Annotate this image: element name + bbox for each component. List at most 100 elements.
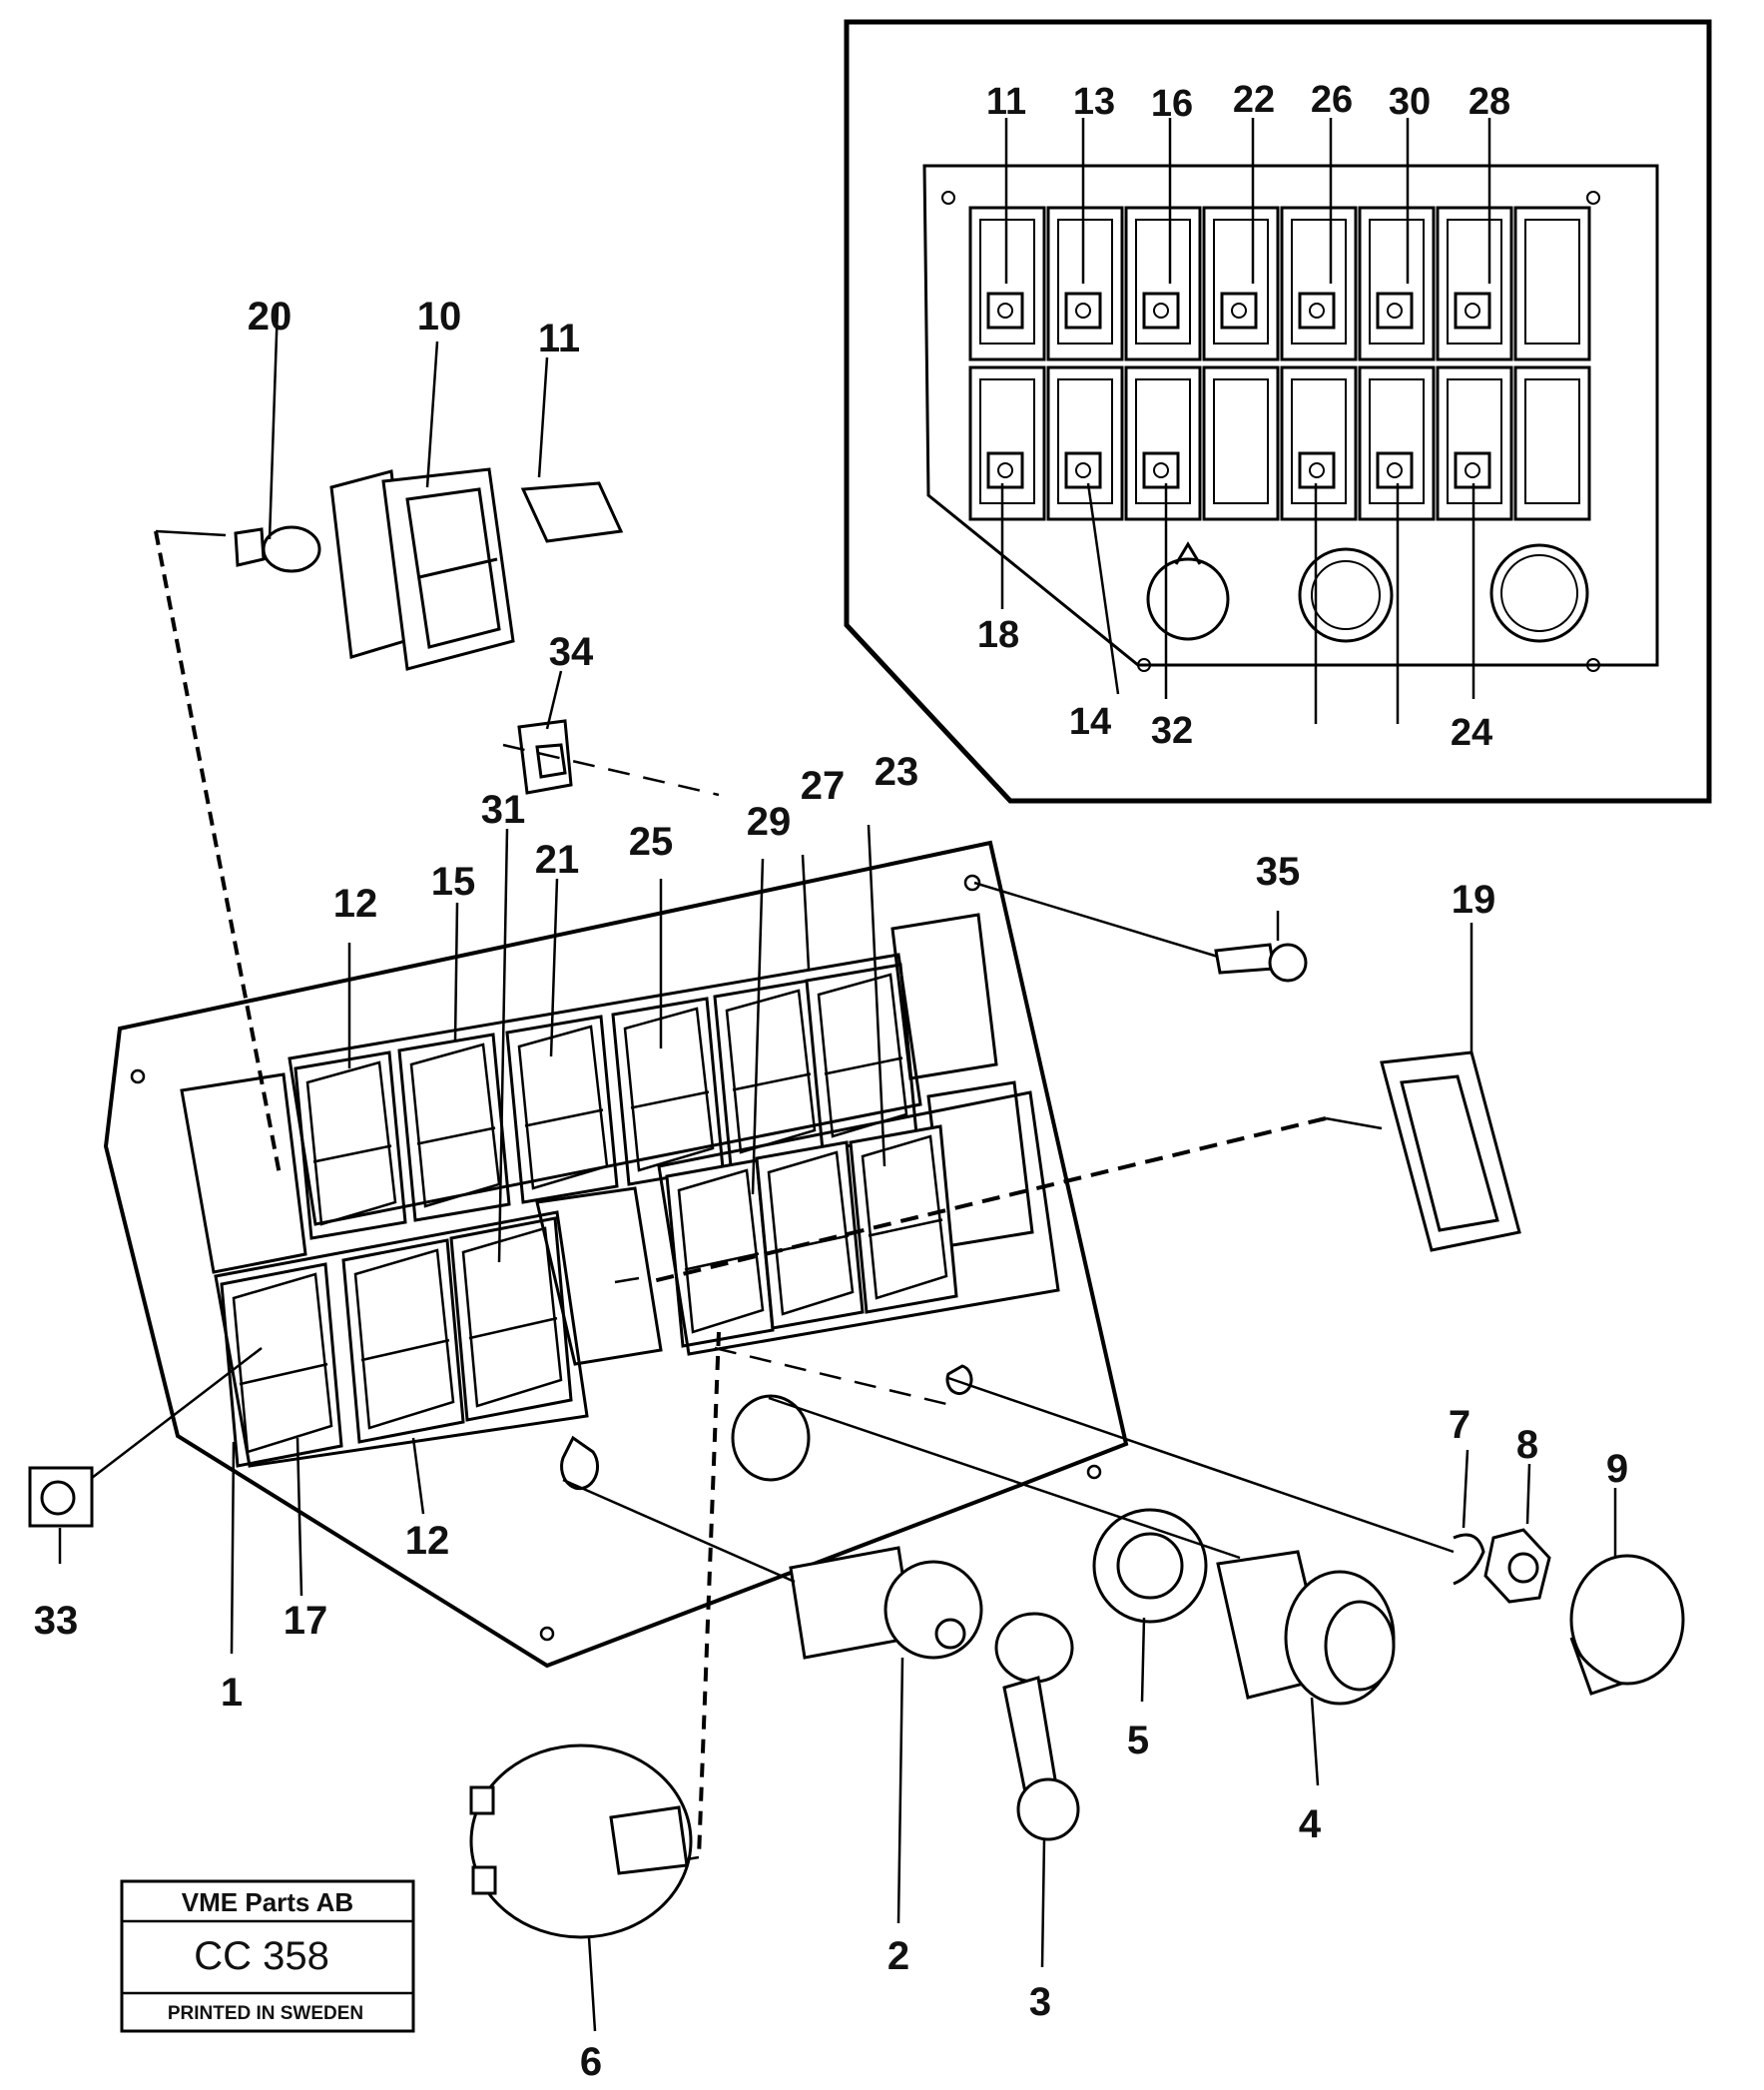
rocker-face (353, 1248, 455, 1430)
work-light-icon-glyph (997, 303, 1013, 319)
cap-3 (994, 1612, 1080, 1841)
rocker-face (232, 1272, 333, 1454)
wiper-icon-glyph (997, 462, 1013, 478)
hazard-warning-icon (1142, 292, 1180, 330)
seat-heater-icon (1298, 451, 1336, 489)
inset-switch-cell (1358, 206, 1436, 361)
air-conditioning-icon-glyph (1465, 462, 1480, 478)
hazard-warning-icon-glyph (1153, 303, 1169, 319)
air-conditioning-icon (1454, 451, 1491, 489)
callout-5: 5 (1127, 1719, 1149, 1762)
rocker-face (623, 1007, 715, 1172)
rocker-divider (312, 1144, 392, 1163)
callout-3: 3 (1029, 1980, 1051, 2024)
rocker-switch-10 (329, 467, 515, 671)
inset-switch-face (979, 378, 1035, 504)
callout-21: 21 (535, 838, 580, 882)
rear-defroster-icon (1376, 451, 1414, 489)
callout-8: 8 (1516, 1423, 1538, 1467)
socket-2 (789, 1546, 983, 1660)
rocker-switch (341, 1238, 465, 1444)
inset-knob (1489, 543, 1589, 643)
rocker-switch (505, 1015, 619, 1204)
rear-fan-icon-glyph (1153, 462, 1169, 478)
rocker-switch (755, 1140, 865, 1330)
callout-6: 6 (580, 2040, 602, 2084)
inset-lighter-socket (1146, 557, 1230, 641)
clip-7 (1453, 1533, 1485, 1586)
inset-switch-cell (1046, 365, 1124, 521)
inset-callout-16: 16 (1151, 83, 1193, 125)
callout-10: 10 (417, 295, 462, 339)
rocker-divider (239, 1362, 328, 1386)
blank-cover-left (180, 1072, 307, 1274)
inset-callout-22: 22 (1233, 79, 1275, 121)
inset-switch-cell (1436, 206, 1513, 361)
title-stamp: VME Parts AB CC 358 PRINTED IN SWEDEN (120, 1879, 415, 2033)
callout-35: 35 (1256, 850, 1301, 894)
inset-callout-30: 30 (1389, 81, 1431, 123)
fan-blower-icon (1298, 292, 1336, 330)
inset-switch-face (1369, 219, 1425, 345)
rocker-face (767, 1150, 855, 1316)
inset-callout-14: 14 (1069, 701, 1111, 743)
fan-blower-icon-glyph (1309, 303, 1325, 319)
wiper-icon (986, 451, 1024, 489)
rocker-divider (468, 1316, 558, 1340)
inset-switch-cell (968, 365, 1046, 521)
inset-callout-13: 13 (1073, 81, 1115, 123)
headlight-icon-glyph (1075, 303, 1091, 319)
callout-31: 31 (481, 788, 526, 832)
inset-callout-11: 11 (986, 81, 1026, 123)
nut-8 (1483, 1528, 1551, 1604)
stamp-code: CC 358 (194, 1934, 329, 1978)
rear-defroster-icon-glyph (1387, 462, 1403, 478)
inset-switch-face (1291, 378, 1347, 504)
callout-20: 20 (248, 295, 293, 339)
inset-callout-28: 28 (1469, 81, 1510, 123)
screw-35 (1214, 943, 1308, 983)
main-panel (103, 840, 1129, 1669)
switch-bank-frame (214, 1210, 589, 1468)
rocker-divider (630, 1090, 710, 1109)
rocker-face (817, 973, 908, 1138)
inset-switch-face (1524, 378, 1580, 504)
inset-panel: 11 13 16 22 26 30 28 18 14 32 24 (844, 19, 1712, 804)
rocker-switch (449, 1216, 573, 1422)
rocker-divider (824, 1056, 903, 1075)
inset-switch-cell (1280, 365, 1358, 521)
empty-switch-slot (890, 913, 998, 1080)
rocker-divider (868, 1218, 943, 1237)
inset-callout-24: 24 (1451, 712, 1492, 754)
rocker-face (305, 1060, 397, 1226)
beacon-icon-glyph (1231, 303, 1247, 319)
fog-light-icon-glyph (1075, 462, 1091, 478)
inset-switch-face (1524, 219, 1580, 345)
rocker-divider (732, 1072, 812, 1091)
main-plate (103, 840, 1129, 1669)
inset-switch-face (1447, 219, 1502, 345)
callout-11: 11 (538, 317, 580, 360)
stamp-company: VME Parts AB (182, 1887, 353, 1917)
callout-33: 33 (34, 1599, 79, 1643)
bulb-20 (234, 525, 321, 573)
inset-switch-cell (1280, 206, 1358, 361)
callout-numbers: 20 10 11 34 31 21 25 29 27 23 12 15 35 1… (34, 295, 1628, 2084)
callout-2: 2 (887, 1934, 909, 1978)
inset-callout-26: 26 (1311, 79, 1353, 121)
inset-switch-cell (1124, 206, 1202, 361)
hydraulic-lock-icon-glyph (1465, 303, 1480, 319)
switch-bank-frame (657, 1090, 1060, 1356)
callout-34: 34 (549, 630, 594, 674)
inset-switch-cell (1124, 365, 1202, 521)
switch-bank-frame (288, 953, 922, 1226)
lens-19 (1380, 1050, 1521, 1252)
inset-switch-face (1135, 378, 1191, 504)
leader-lines (58, 305, 1617, 2032)
inset-switch-cell (1046, 206, 1124, 361)
inset-switch-cell (1202, 206, 1280, 361)
stamp-printed: PRINTED IN SWEDEN (168, 2003, 363, 2024)
callout-12-top: 12 (333, 882, 378, 926)
inset-switch-face (1135, 219, 1191, 345)
